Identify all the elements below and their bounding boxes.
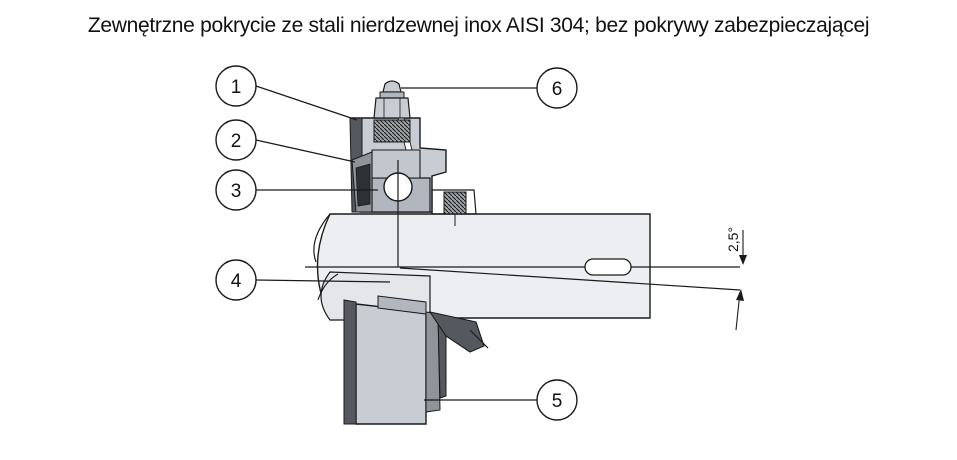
callout-3: 3 (215, 169, 257, 211)
bearing-ball (383, 160, 413, 267)
callout-6: 6 (536, 67, 578, 109)
callout-4: 4 (215, 259, 257, 301)
callout-1-number: 1 (231, 77, 242, 98)
callout-3-number: 3 (231, 181, 242, 202)
callout-2-number: 2 (231, 131, 242, 152)
callout-1: 1 (215, 65, 257, 107)
page-title: Zewnętrzne pokrycie ze stali nierdzewnej… (87, 14, 870, 37)
callout-2: 2 (215, 119, 257, 161)
upper-housing (349, 117, 447, 213)
lower-housing (343, 295, 489, 425)
keyway-slot (584, 258, 632, 276)
set-screw (431, 189, 477, 226)
grease-nipple (373, 80, 411, 119)
angle-dimension: 2,5° (725, 227, 747, 331)
callout-6-number: 6 (552, 79, 563, 100)
callout-4-number: 4 (231, 271, 242, 292)
callout-5: 5 (536, 379, 578, 421)
callout-5-number: 5 (552, 391, 563, 412)
angle-label: 2,5° (725, 227, 741, 252)
callout-leaders (255, 85, 537, 401)
